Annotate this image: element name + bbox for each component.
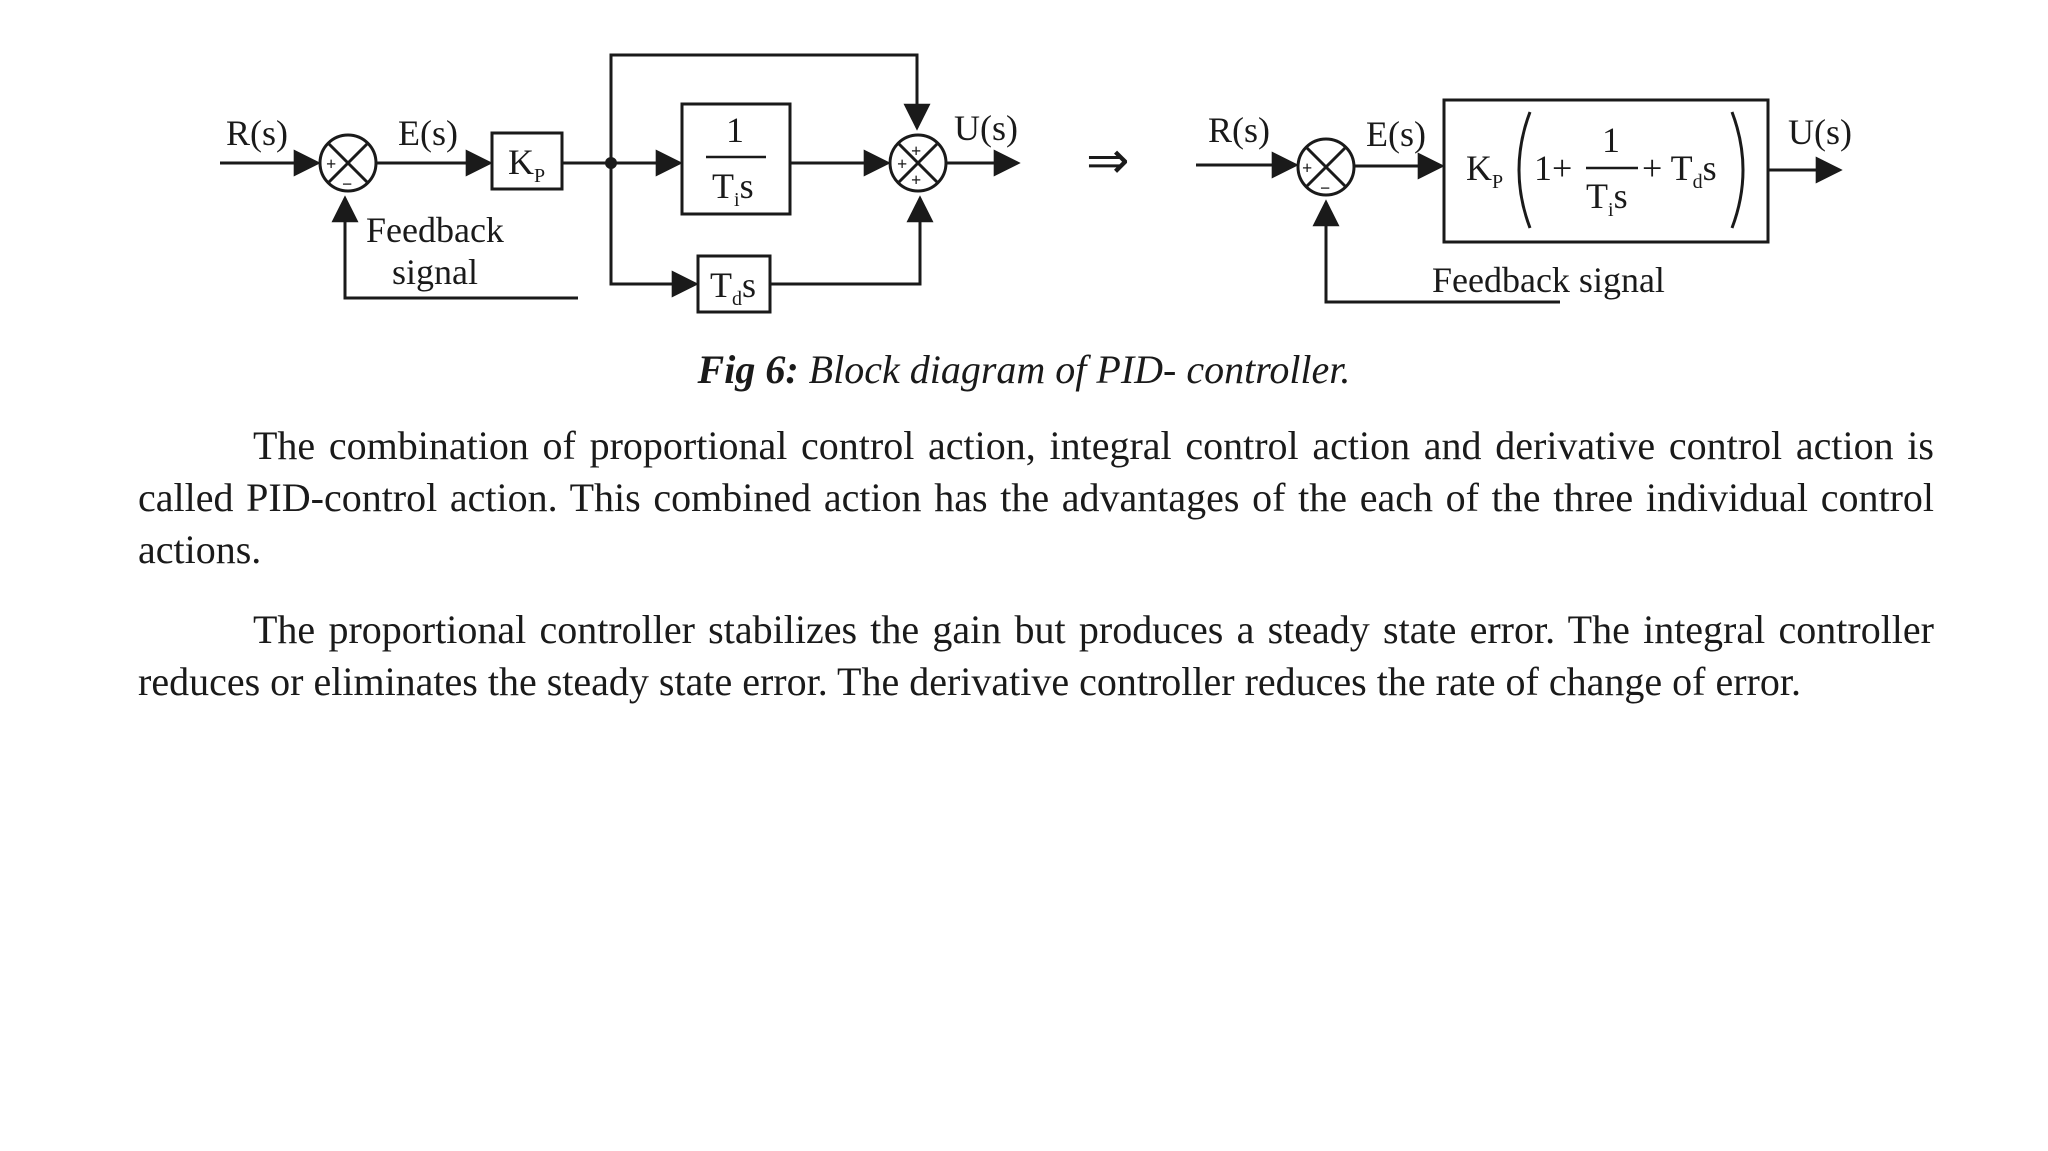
integral-denominator: Tis [712,166,754,211]
input-label-rs: R(s) [226,113,288,153]
equivalence-arrow-icon: ⇒ [1086,133,1130,190]
plus-sign: + [897,154,907,174]
derivative-label: Tds [710,265,756,310]
plus-sign: + [326,154,336,174]
proportional-path [609,53,931,163]
integral-numerator: 1 [726,110,744,150]
feedback-wire [1312,199,1560,304]
minus-sign: − [342,174,352,194]
right-diagram: R(s) + − E(s) KP 1+ 1 Tis + Tds U(s) Fee… [1196,98,1852,304]
tf-frac-num: 1 [1602,120,1620,160]
feedback-label-line2: signal [392,252,478,292]
output-label-us: U(s) [954,108,1018,148]
integral-block [680,102,792,216]
pid-block-diagram: R(s) + − E(s) KP 1 Tis Tds [220,53,1852,314]
input-label-rs: R(s) [1208,110,1270,150]
paragraph-pid-definition: The combination of proportional control … [138,423,1934,572]
paragraph-controller-effects: The proportional controller stabilizes t… [138,607,1934,704]
left-diagram: R(s) + − E(s) KP 1 Tis Tds [220,53,1021,314]
feedback-wire [331,195,578,300]
minus-sign: − [1320,178,1330,198]
plus-sign: + [911,170,921,190]
pid-transfer-function-block [1442,98,1770,244]
figure-number: Fig 6: [697,347,799,392]
error-label-es: E(s) [1366,114,1426,154]
summing-junction-1: + − [318,133,378,194]
plus-sign: + [911,141,921,161]
plus-sign: + [1302,158,1312,178]
error-label-es: E(s) [398,113,458,153]
tf-plus-td: + Tds [1642,148,1717,193]
summing-junction-2: + + + [888,133,948,193]
feedback-label-line1: Feedback [366,210,504,250]
derivative-out-wire [770,195,934,286]
left-paren [1517,111,1532,229]
figure-title: Block diagram of PID- controller. [808,347,1351,392]
feedback-label: Feedback signal [1432,260,1665,300]
tf-one-plus: 1+ [1534,148,1572,188]
output-label-us: U(s) [1788,112,1852,152]
figure-caption: Fig 6: Block diagram of PID- controller. [0,346,2048,393]
kp-block [490,131,564,191]
kp-label: KP [508,142,545,187]
tf-kp: KP [1466,148,1503,193]
derivative-in-wire [609,163,699,298]
tf-frac-den: Tis [1586,176,1628,221]
right-paren [1730,111,1745,229]
pid-transfer-function: KP 1+ 1 Tis + Tds [1466,111,1745,229]
summing-junction: + − [1296,137,1356,198]
